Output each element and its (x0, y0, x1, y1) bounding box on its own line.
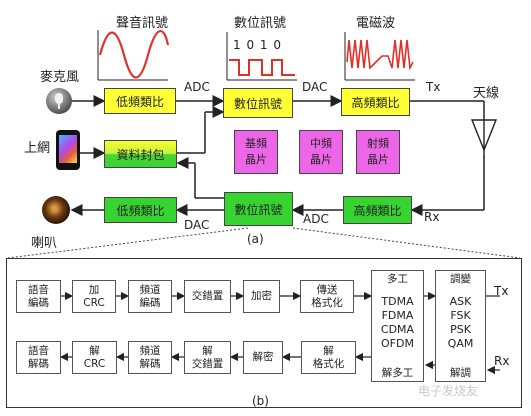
voice-encode-line-1: 語音 (28, 283, 49, 296)
detail-rx-label: Rx (494, 354, 510, 368)
remove-crc-line-2: CRC (83, 357, 106, 370)
modulation-box: 調變 ASK FSK PSK QAM 解調 (435, 270, 486, 382)
modulation-item-ask: ASK (449, 295, 472, 308)
data-encapsulation-block: 資料封包 (104, 140, 177, 168)
encrypt-box: 加密 (243, 280, 280, 313)
phone-icon (56, 130, 80, 170)
deinterleave-box: 解 交錯置 (184, 341, 231, 374)
channel-encode-line-1: 頻道 (139, 283, 161, 296)
channel-encode-box: 頻道 編碼 (128, 280, 172, 313)
decrypt-box: 解密 (243, 341, 283, 374)
baseband-chip-block: 基頻 晶片 (234, 130, 278, 174)
tx-format-line-2: 格式化 (311, 296, 343, 309)
detail-tx-label: Tx (494, 284, 509, 298)
decrypt-line-1: 解密 (252, 351, 274, 363)
digital-signal-tx-block: 數位訊號 (223, 88, 293, 118)
mic-label: 麥克風 (40, 70, 80, 85)
high-freq-analog-rx-block: 高頻類比 (343, 196, 412, 224)
digital-waveform-icon (226, 32, 297, 81)
voice-encode-line-2: 編碼 (28, 296, 49, 309)
channel-decode-box: 頻道 解碼 (128, 341, 172, 374)
voice-decode-line-1: 語音 (28, 344, 49, 357)
rx-format-line-2: 格式化 (312, 357, 345, 370)
modulation-item-qam: QAM (447, 337, 474, 350)
antenna-label: 天線 (473, 86, 500, 101)
modulation-title: 調變 (450, 273, 471, 285)
add-crc-box: 加 CRC (72, 280, 116, 313)
tx-label: Tx (426, 80, 441, 94)
modulation-item-psk: PSK (450, 323, 471, 336)
modulation-list: ASK FSK PSK QAM (436, 295, 485, 351)
interleave-box: 交錯置 (184, 280, 231, 313)
tx-format-box: 傳送 格式化 (300, 280, 354, 313)
demultiplex-title: 解多工 (381, 367, 414, 379)
channel-decode-line-1: 頻道 (139, 344, 161, 357)
em-waveform-icon (344, 32, 415, 81)
rx-format-box: 解 格式化 (301, 341, 356, 374)
high-freq-analog-tx-block: 高頻類比 (341, 88, 410, 116)
digital-signal-label: 數位訊號 (234, 16, 287, 31)
modulation-item-fsk: FSK (450, 309, 471, 322)
net-label: 上網 (24, 141, 51, 156)
remove-crc-line-1: 解 (89, 344, 100, 357)
speaker-label: 喇叭 (31, 236, 58, 251)
baseband-chip-line-2: 晶片 (245, 153, 267, 166)
multiplex-item-ofdm: OFDM (381, 337, 414, 350)
dac-bottom-label: DAC (184, 218, 210, 232)
adc-bottom-label: ADC (303, 212, 329, 226)
deinterleave-line-2: 交錯置 (191, 357, 224, 370)
encrypt-line-1: 加密 (251, 290, 272, 302)
channel-decode-line-2: 解碼 (139, 357, 161, 370)
multiplex-title: 多工 (387, 273, 408, 285)
interleave-line-1: 交錯置 (191, 290, 224, 302)
channel-encode-line-2: 編碼 (139, 296, 161, 309)
multiplex-box: 多工 TDMA FDMA CDMA OFDM 解多工 (371, 270, 424, 382)
rx-format-line-1: 解 (323, 344, 334, 357)
antenna-icon (470, 119, 498, 158)
watermark: 电子发烧友 (418, 384, 479, 398)
digital-signal-rx-block: 數位訊號 (224, 192, 293, 226)
low-freq-analog-in-block: 低頻類比 (104, 88, 176, 114)
tx-format-line-1: 傳送 (316, 283, 338, 296)
multiplex-list: TDMA FDMA CDMA OFDM (372, 295, 423, 351)
caption-b: (b) (252, 394, 269, 408)
speaker-icon (42, 196, 70, 224)
bits-label: 1 0 1 0 (233, 38, 282, 52)
rx-label: Rx (424, 210, 440, 224)
if-chip-line-1: 中頻 (310, 137, 332, 150)
multiplex-item-tdma: TDMA (381, 295, 414, 308)
if-chip-block: 中頻 晶片 (299, 130, 343, 174)
adc-top-label: ADC (184, 80, 210, 94)
demodulation-title: 解調 (450, 367, 471, 379)
rf-chip-block: 射頻 晶片 (356, 130, 400, 174)
if-chip-line-2: 晶片 (310, 153, 332, 166)
add-crc-line-2: CRC (83, 296, 105, 309)
voice-decode-box: 語音 解碼 (16, 341, 61, 374)
baseband-chip-line-1: 基頻 (245, 137, 267, 150)
rf-chip-line-1: 射頻 (367, 137, 389, 150)
deinterleave-line-1: 解 (202, 344, 213, 357)
dac-top-label: DAC (302, 80, 328, 94)
audio-signal-label: 聲音訊號 (116, 16, 169, 31)
microphone-icon (46, 88, 72, 114)
rf-chip-line-2: 晶片 (367, 153, 389, 166)
em-wave-label: 電磁波 (356, 16, 396, 31)
add-crc-line-1: 加 (88, 283, 100, 296)
detail-frame (6, 258, 522, 408)
remove-crc-box: 解 CRC (72, 341, 117, 374)
voice-decode-line-2: 解碼 (28, 357, 49, 370)
multiplex-item-fdma: FDMA (381, 309, 414, 322)
multiplex-item-cdma: CDMA (380, 323, 415, 336)
audio-waveform-icon (97, 30, 170, 81)
caption-a: (a) (247, 232, 264, 246)
low-freq-analog-out-block: 低頻類比 (104, 197, 177, 223)
voice-encode-box: 語音 編碼 (16, 280, 61, 313)
